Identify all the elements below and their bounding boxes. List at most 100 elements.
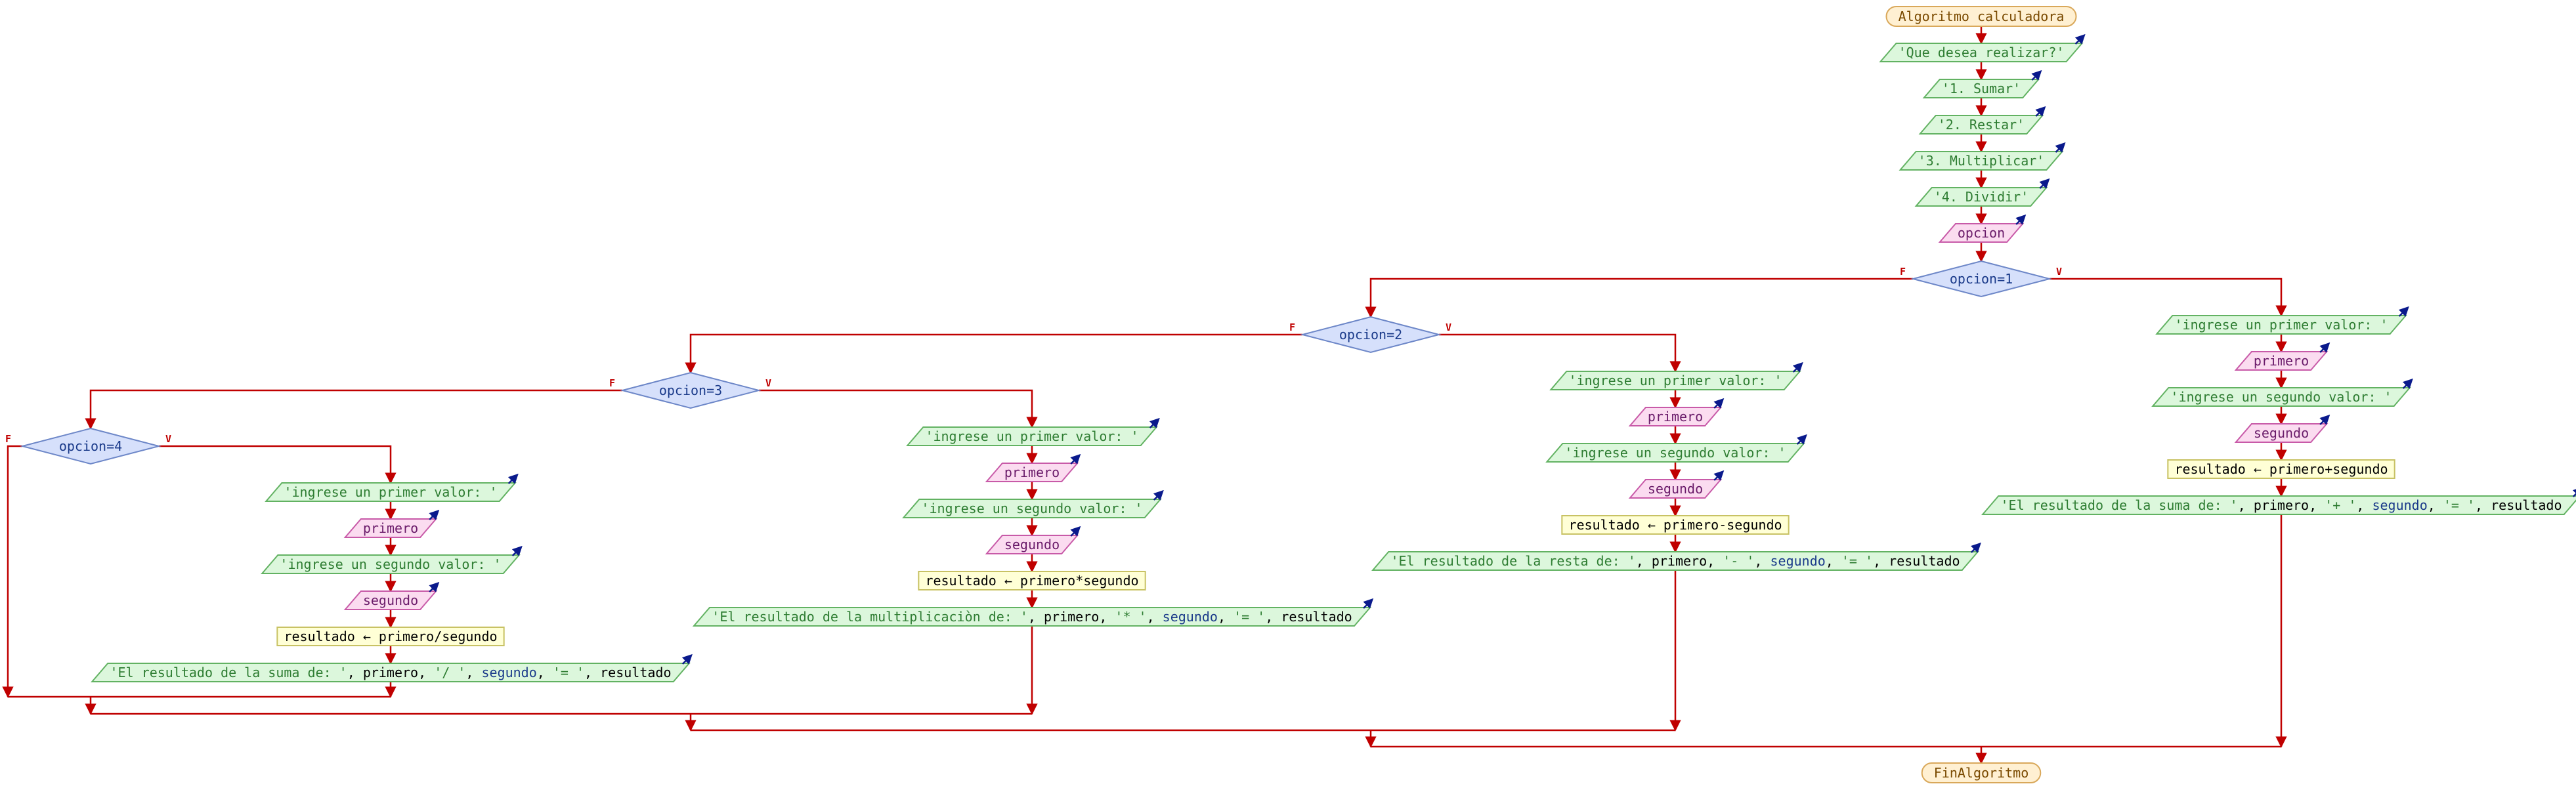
mul_branch-input1-shape — [985, 463, 1079, 482]
mul_branch-prompt2: 'ingrese un segundo valor: ' — [902, 489, 1164, 518]
mul_branch-prompt2-shape — [902, 499, 1162, 518]
menu-output-1: 'Que desea realizar?' — [1879, 33, 2086, 62]
io-arrow-icon — [1713, 470, 1725, 481]
output-part: , — [1099, 609, 1115, 625]
output-part: '= ' — [553, 665, 584, 680]
div_branch-prompt2-label: 'ingrese un segundo valor: ' — [280, 556, 501, 572]
div_branch-prompt2-shape — [261, 554, 521, 574]
output-part: '= ' — [1841, 553, 1873, 569]
output-part: , — [2475, 497, 2491, 513]
sub_branch-assign: resultado ← primero-segundo — [1561, 515, 1790, 535]
mul_branch-output: 'El resultado de la multiplicaciòn de: '… — [692, 598, 1374, 627]
mul_branch-prompt1: 'ingrese un primer valor: ' — [906, 417, 1160, 446]
flow-line — [159, 445, 397, 484]
sum_branch-prompt1-label: 'ingrese un primer valor: ' — [2174, 317, 2388, 333]
div_branch-assign-shape — [276, 627, 505, 646]
io-arrow-icon — [2319, 414, 2330, 425]
mul_branch-prompt1-label: 'ingrese un primer valor: ' — [925, 428, 1138, 444]
output-part: '+ ' — [2325, 497, 2356, 513]
div_branch-input1-shape — [343, 518, 438, 538]
mul_branch-assign: resultado ← primero*segundo — [918, 571, 1146, 590]
output-part: resultado — [1281, 609, 1352, 625]
sub_branch-assign-label: resultado ← primero-segundo — [1568, 517, 1782, 533]
output-part: , — [2238, 497, 2254, 513]
branch-false-label: F — [609, 377, 615, 389]
menu-output-2: '1. Sumar' — [1922, 70, 2042, 98]
io-arrow-icon — [2319, 342, 2330, 353]
div_branch-output-shape — [91, 663, 691, 682]
output-part: resultado — [1889, 553, 1960, 569]
branch-false-label: F — [1900, 266, 1906, 278]
sum_branch-input2-label: segundo — [2254, 425, 2309, 441]
sub_branch-input2-shape — [1628, 479, 1723, 499]
io-arrow-icon — [1153, 489, 1164, 501]
output-part: , — [537, 665, 553, 680]
sub_branch-prompt1-label: 'ingrese un primer valor: ' — [1568, 373, 1782, 388]
end-terminal: FinAlgoritmo — [1921, 762, 2042, 783]
branch-true-label: V — [165, 433, 171, 445]
output-part: segundo — [481, 665, 536, 680]
io-arrow-icon — [511, 545, 523, 556]
output-part: , — [1873, 553, 1889, 569]
start-terminal-label: Algoritmo calculadora — [1899, 9, 2065, 24]
output-part: primero — [2254, 497, 2309, 513]
output-part: , — [1826, 553, 1841, 569]
output-part: , — [1028, 609, 1044, 625]
menu-output-1-label: 'Que desea realizar?' — [1899, 45, 2065, 60]
menu-output-2-label: '1. Sumar' — [1942, 81, 2021, 96]
io-arrow-icon — [2031, 70, 2042, 81]
start-terminal-shape — [1885, 6, 2077, 27]
io-arrow-icon — [1149, 417, 1160, 428]
flow-line — [759, 389, 1038, 428]
output-part: '- ' — [1723, 553, 1754, 569]
mul_branch-input2: segundo — [985, 526, 1081, 554]
io-arrow-icon — [2035, 106, 2046, 117]
output-part: 'El resultado de la suma de: ' — [2000, 497, 2237, 513]
menu-output-4-shape — [1899, 151, 2064, 171]
sum_branch-assign: resultado ← primero+segundo — [2167, 459, 2395, 479]
mul_branch-output-shape — [692, 607, 1372, 627]
menu-output-5-shape — [1914, 187, 2048, 207]
mul_branch-prompt1-shape — [906, 426, 1158, 446]
flow-line — [85, 389, 622, 430]
sub_branch-input2: segundo — [1628, 470, 1725, 499]
end-terminal-shape — [1921, 762, 2042, 783]
div_branch-input2-label: segundo — [363, 592, 418, 608]
div_branch-prompt2: 'ingrese un segundo valor: ' — [261, 545, 523, 574]
decision-opcion-1-label: opcion=1 — [1950, 271, 2013, 287]
menu-output-5: '4. Dividir' — [1914, 178, 2050, 207]
sum_branch-prompt2-shape — [2151, 387, 2411, 407]
div_branch-prompt1-label: 'ingrese un primer valor: ' — [284, 484, 497, 500]
start-terminal: Algoritmo calculadora — [1885, 6, 2077, 27]
io-arrow-icon — [1070, 526, 1081, 537]
sum_branch-output: 'El resultado de la suma de: ', primero,… — [1981, 486, 2576, 515]
sub_branch-prompt2-shape — [1545, 443, 1805, 463]
output-part: segundo — [1771, 553, 1826, 569]
menu-output-4-label: '3. Multiplicar' — [1918, 153, 2045, 169]
menu-output-3-shape — [1918, 115, 2044, 134]
io-arrow-icon — [1070, 453, 1081, 465]
output-part: primero — [1652, 553, 1707, 569]
io-arrow-icon — [2039, 178, 2050, 189]
menu-output-1-shape — [1879, 43, 2084, 62]
sub_branch-input1-shape — [1628, 407, 1723, 426]
io-arrow-icon — [2572, 486, 2576, 497]
output-part: , — [1707, 553, 1723, 569]
io-arrow-icon — [2398, 306, 2409, 317]
mul_branch-input1: primero — [985, 453, 1081, 482]
sum_branch-assign-shape — [2167, 459, 2395, 479]
sum_branch-prompt1: 'ingrese un primer valor: ' — [2155, 306, 2409, 335]
io-arrow-icon — [2402, 378, 2413, 389]
decision-opcion-1: opcion=1 — [1910, 260, 2052, 298]
sum_branch-input1: primero — [2234, 342, 2330, 371]
mul_branch-assign-shape — [918, 571, 1146, 590]
io-arrow-icon — [429, 509, 440, 520]
io-arrow-icon — [2055, 142, 2066, 153]
flow-line — [1365, 278, 1913, 318]
menu-output-2-shape — [1922, 79, 2040, 98]
sub_branch-output: 'El resultado de la resta de: ', primero… — [1371, 542, 1981, 571]
div_branch-input2-shape — [343, 590, 438, 610]
branch-true-label: V — [1446, 321, 1451, 333]
output-part: '= ' — [1234, 609, 1265, 625]
